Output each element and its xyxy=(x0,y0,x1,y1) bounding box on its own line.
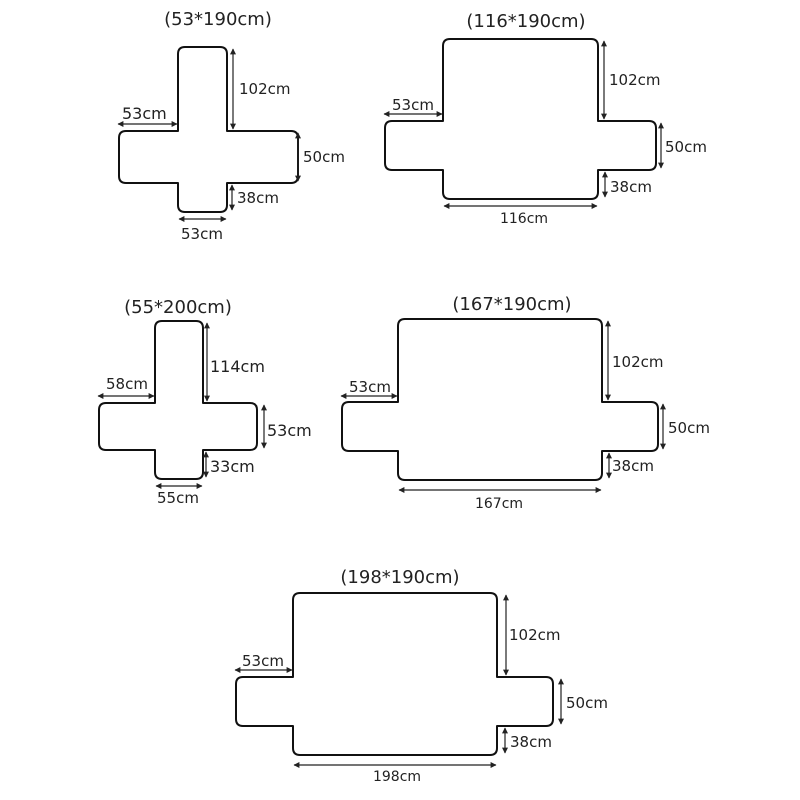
cover-shape xyxy=(118,46,299,213)
diagram-167x190: (167*190cm) 102cm 53cm 50cm 38cm 167cm xyxy=(340,294,710,512)
bottom-height-label: 38cm xyxy=(610,178,652,196)
side-height-label: 50cm xyxy=(303,148,345,166)
side-width-label: 53cm xyxy=(392,96,434,114)
side-width-label: 53cm xyxy=(349,378,391,396)
side-width-label: 53cm xyxy=(242,652,284,670)
bottom-height-label: 38cm xyxy=(612,457,654,475)
cover-shape xyxy=(98,320,258,480)
top-height-label: 102cm xyxy=(609,71,661,89)
cover-shape xyxy=(384,38,657,200)
side-height-label: 50cm xyxy=(566,694,608,712)
diagram-198x190: (198*190cm) 102cm 53cm 50cm 38cm 198cm xyxy=(234,567,608,785)
bottom-width-label: 53cm xyxy=(181,225,223,243)
side-width-label: 58cm xyxy=(106,375,148,393)
top-height-label: 102cm xyxy=(509,626,561,644)
diagram-116x190: (116*190cm) 102cm 53cm 50cm 38cm 116cm xyxy=(383,11,707,227)
cover-shape xyxy=(341,318,659,481)
top-height-label: 102cm xyxy=(612,353,664,371)
bottom-width-label: 167cm xyxy=(475,496,523,512)
diagram-title: (198*190cm) xyxy=(340,567,459,588)
side-height-label: 50cm xyxy=(668,419,710,437)
side-width-label: 53cm xyxy=(122,104,167,123)
top-height-label: 114cm xyxy=(210,357,265,376)
bottom-height-label: 38cm xyxy=(510,733,552,751)
diagram-title: (167*190cm) xyxy=(452,294,571,315)
side-height-label: 50cm xyxy=(665,138,707,156)
diagram-55x200: (55*200cm) 114cm 58cm 53cm 33cm 55cm xyxy=(97,297,312,507)
bottom-width-label: 55cm xyxy=(157,489,199,507)
bottom-height-label: 33cm xyxy=(210,457,255,476)
bottom-width-label: 116cm xyxy=(500,211,548,227)
bottom-height-label: 38cm xyxy=(237,189,279,207)
cover-shape xyxy=(235,592,554,756)
side-height-label: 53cm xyxy=(267,421,312,440)
diagram-53x190: (53*190cm) 102cm 53cm 50cm 38cm 53cm xyxy=(117,9,345,243)
bottom-width-label: 198cm xyxy=(373,769,421,785)
top-height-label: 102cm xyxy=(239,80,291,98)
diagram-title: (116*190cm) xyxy=(466,11,585,32)
diagram-title: (55*200cm) xyxy=(124,297,232,318)
diagram-title: (53*190cm) xyxy=(164,9,272,30)
